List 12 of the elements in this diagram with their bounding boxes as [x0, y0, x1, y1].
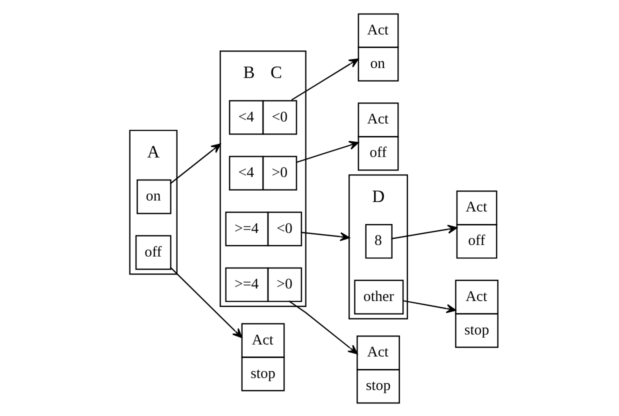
arrow	[291, 58, 359, 100]
node-box: other	[354, 279, 404, 314]
node-box: 8	[365, 224, 393, 258]
node-box: on	[136, 178, 172, 214]
arrow	[170, 142, 221, 184]
arrow	[170, 266, 242, 338]
arrow	[402, 300, 456, 313]
node-box: off	[135, 234, 172, 270]
arrow	[300, 231, 350, 241]
arrow	[288, 300, 358, 354]
arrow	[296, 140, 359, 162]
arrow	[391, 224, 458, 239]
